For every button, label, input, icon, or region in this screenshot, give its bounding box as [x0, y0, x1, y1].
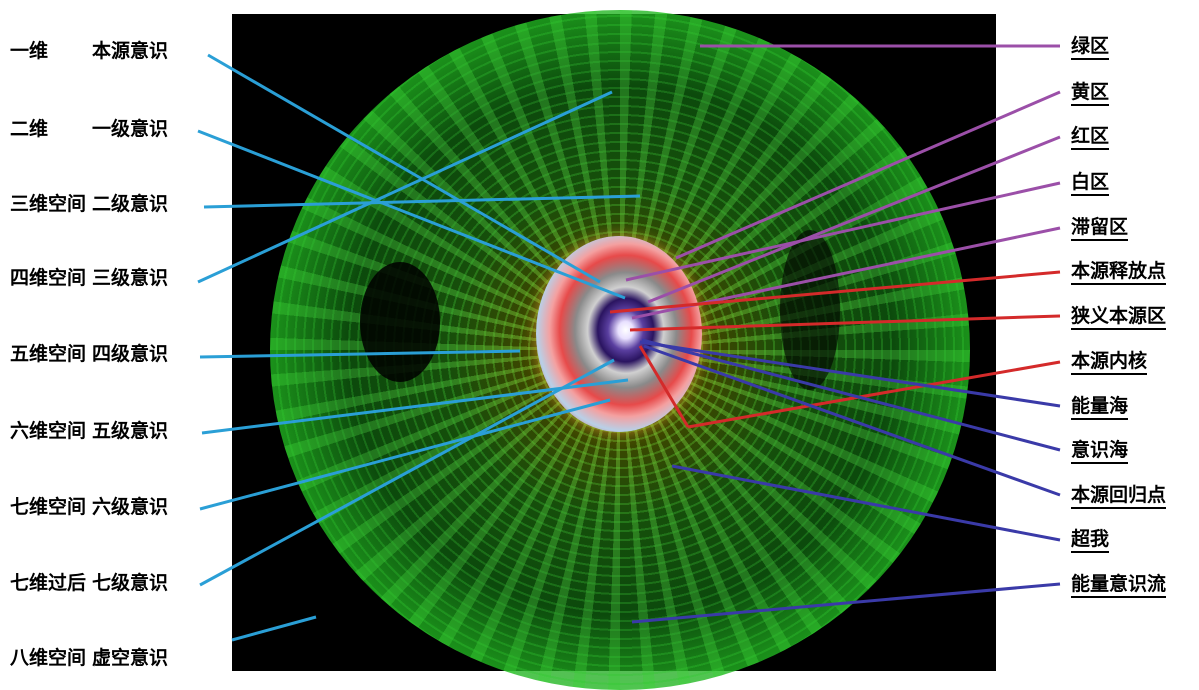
right-leader-line-10 — [641, 338, 1061, 452]
right-label-consciousness-sea: 意识海 — [1071, 439, 1129, 464]
dimension-text: 八维空间 — [10, 647, 87, 669]
left-leader-line-7 — [199, 398, 611, 511]
right-label-narrow-source-zone: 狭义本源区 — [1071, 305, 1167, 330]
right-label-green-zone: 绿区 — [1071, 35, 1110, 60]
right-leader-line-13 — [631, 582, 1061, 624]
right-label-retention-zone: 滞留区 — [1071, 216, 1129, 241]
left-leader-line-8 — [199, 358, 615, 587]
right-label-source-return-point: 本源回归点 — [1071, 484, 1167, 509]
dimension-text: 一维 — [10, 40, 49, 62]
consciousness-level-text: 虚空意识 — [92, 647, 169, 669]
dimension-text: 五维空间 — [10, 343, 87, 365]
left-leader-line-2 — [197, 129, 626, 300]
consciousness-level-text: 四级意识 — [92, 343, 169, 365]
consciousness-level-text: 七级意识 — [92, 572, 169, 594]
dark-cavity-left — [360, 262, 440, 382]
left-label-4: 四维空间三级意识 — [10, 267, 168, 289]
left-label-1: 一维 本源意识 — [10, 40, 168, 62]
dimension-text: 七维空间 — [10, 496, 87, 518]
dark-cavity-right — [780, 230, 840, 390]
right-leader-line-12 — [671, 464, 1061, 542]
left-label-6: 六维空间五级意识 — [10, 420, 168, 442]
right-leader-line-4 — [625, 181, 1061, 282]
right-label-white-zone: 白区 — [1071, 171, 1110, 196]
right-leader-line-11 — [643, 344, 1061, 497]
left-label-8: 七维过后七级意识 — [10, 572, 168, 594]
right-label-source-release-point: 本源释放点 — [1071, 260, 1167, 285]
right-leader-line-3 — [647, 135, 1061, 304]
right-label-yellow-zone: 黄区 — [1071, 81, 1110, 106]
consciousness-level-text: 本源意识 — [92, 40, 169, 62]
consciousness-level-text: 三级意识 — [92, 267, 169, 289]
right-leader-line-2 — [675, 90, 1061, 260]
left-label-3: 三维空间二级意识 — [10, 193, 168, 215]
left-label-5: 五维空间四级意识 — [10, 343, 168, 365]
left-leader-line-1 — [207, 53, 601, 284]
right-label-superego: 超我 — [1071, 528, 1110, 553]
left-label-7: 七维空间六级意识 — [10, 496, 168, 518]
consciousness-level-text: 一级意识 — [92, 118, 169, 140]
source-core-leader-kink — [638, 345, 690, 428]
right-leader-line-8 — [687, 360, 1061, 429]
dimension-text: 三维空间 — [10, 193, 87, 215]
left-leader-line-9 — [231, 615, 317, 642]
right-label-red-zone: 红区 — [1071, 125, 1110, 150]
dimension-text: 四维空间 — [10, 267, 87, 289]
left-label-2: 二维 一级意识 — [10, 118, 168, 140]
right-leader-line-7 — [629, 314, 1061, 332]
leader-lines — [197, 44, 1061, 642]
left-leader-line-5 — [199, 349, 521, 359]
right-label-source-core: 本源内核 — [1071, 350, 1148, 375]
dimension-text: 七维过后 — [10, 572, 87, 594]
left-leader-line-6 — [201, 378, 629, 435]
dimension-text: 二维 — [10, 118, 49, 140]
dimension-text: 六维空间 — [10, 420, 87, 442]
left-label-9: 八维空间虚空意识 — [10, 647, 168, 669]
consciousness-level-text: 五级意识 — [92, 420, 169, 442]
right-leader-line-6 — [609, 270, 1061, 314]
left-leader-line-3 — [203, 194, 641, 209]
right-leader-line-9 — [639, 340, 1061, 408]
left-leader-line-4 — [197, 90, 613, 284]
right-label-energy-consciousness-flow: 能量意识流 — [1071, 573, 1167, 598]
consciousness-level-text: 二级意识 — [92, 193, 169, 215]
right-label-energy-sea: 能量海 — [1071, 395, 1129, 420]
consciousness-level-text: 六级意识 — [92, 496, 169, 518]
